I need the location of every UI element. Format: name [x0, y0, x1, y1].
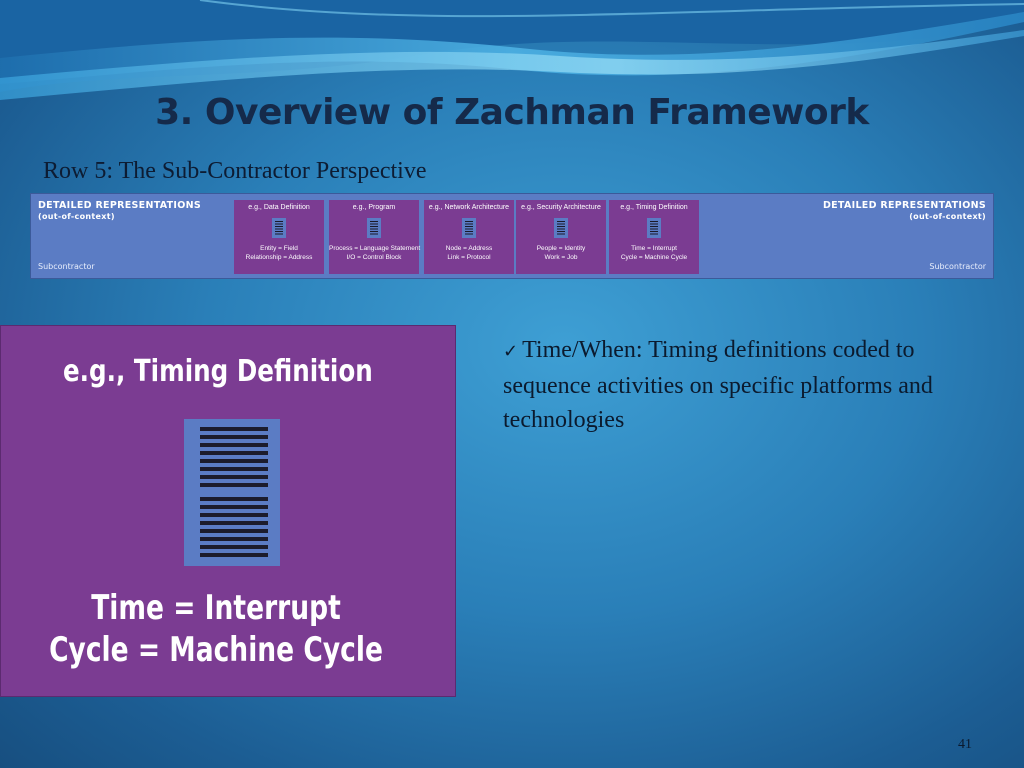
document-icon — [272, 218, 286, 238]
card-heading: e.g., Timing Definition — [63, 354, 373, 389]
cell-security-architecture: e.g., Security Architecture People = Ide… — [516, 200, 606, 274]
document-text-lines — [200, 427, 268, 487]
strip-left-header-text: DETAILED REPRESENTATIONS — [38, 200, 202, 211]
cell-head: e.g., Data Definition — [248, 204, 310, 211]
strip-right-subheader: (out-of-context) — [909, 212, 986, 221]
strip-right-footer: Subcontractor — [929, 262, 986, 271]
cell-line1: Node = Address — [445, 245, 493, 252]
document-icon — [184, 419, 280, 566]
strip-right-header: DETAILED REPRESENTATIONS (out-of-context… — [823, 200, 986, 222]
card-equation-2: Cycle = Machine Cycle — [49, 630, 383, 670]
cell-line1: People = Identity — [536, 245, 586, 252]
document-icon — [554, 218, 568, 238]
slide-subtitle: Row 5: The Sub-Contractor Perspective — [43, 158, 427, 184]
cell-head: e.g., Program — [352, 204, 396, 211]
cell-line2: Link = Protocol — [447, 254, 491, 261]
page-number: 41 — [958, 737, 972, 752]
cell-timing-definition: e.g., Timing Definition Time = Interrupt… — [609, 200, 699, 274]
strip-left-footer: Subcontractor — [38, 262, 95, 271]
cell-program: e.g., Program Process = Language Stateme… — [329, 200, 421, 274]
strip-left-header: DETAILED REPRESENTATIONS (out-of-context… — [38, 200, 201, 222]
document-icon — [647, 218, 661, 238]
strip-right-header-text: DETAILED REPRESENTATIONS — [822, 200, 986, 211]
card-equation-1: Time = Interrupt — [91, 588, 341, 628]
document-icon — [462, 218, 476, 238]
cell-line2: Relationship = Address — [245, 254, 313, 261]
cell-data-definition: e.g., Data Definition Entity = Field Rel… — [234, 200, 324, 274]
timing-definition-card: e.g., Timing Definition Time = Interrupt… — [0, 325, 456, 697]
cell-head: e.g., Timing Definition — [620, 204, 688, 211]
header-wave-decoration — [0, 0, 1024, 100]
bullet-text: Time/When: Timing definitions coded to s… — [503, 337, 933, 433]
bullet-point: ✓Time/When: Timing definitions coded to … — [503, 333, 973, 437]
document-icon — [367, 218, 381, 238]
cell-line1: Time = Interrupt — [631, 245, 677, 252]
checkmark-icon: ✓ — [503, 341, 519, 362]
cell-network-architecture: e.g., Network Architecture Node = Addres… — [424, 200, 514, 274]
cell-line2: I/O = Control Block — [346, 254, 402, 261]
cell-head: e.g., Network Architecture — [428, 204, 510, 211]
strip-left-subheader: (out-of-context) — [38, 212, 115, 221]
cell-line2: Cycle = Machine Cycle — [620, 254, 688, 261]
document-text-lines — [200, 497, 268, 557]
cell-line1: Entity = Field — [260, 245, 298, 252]
cell-line2: Work = Job — [544, 254, 578, 261]
slide-title: 3. Overview of Zachman Framework — [155, 92, 869, 133]
cell-head: e.g., Security Architecture — [521, 204, 601, 211]
zachman-row-strip: DETAILED REPRESENTATIONS (out-of-context… — [30, 193, 994, 279]
cell-line1: Process = Language Statement — [329, 245, 421, 252]
